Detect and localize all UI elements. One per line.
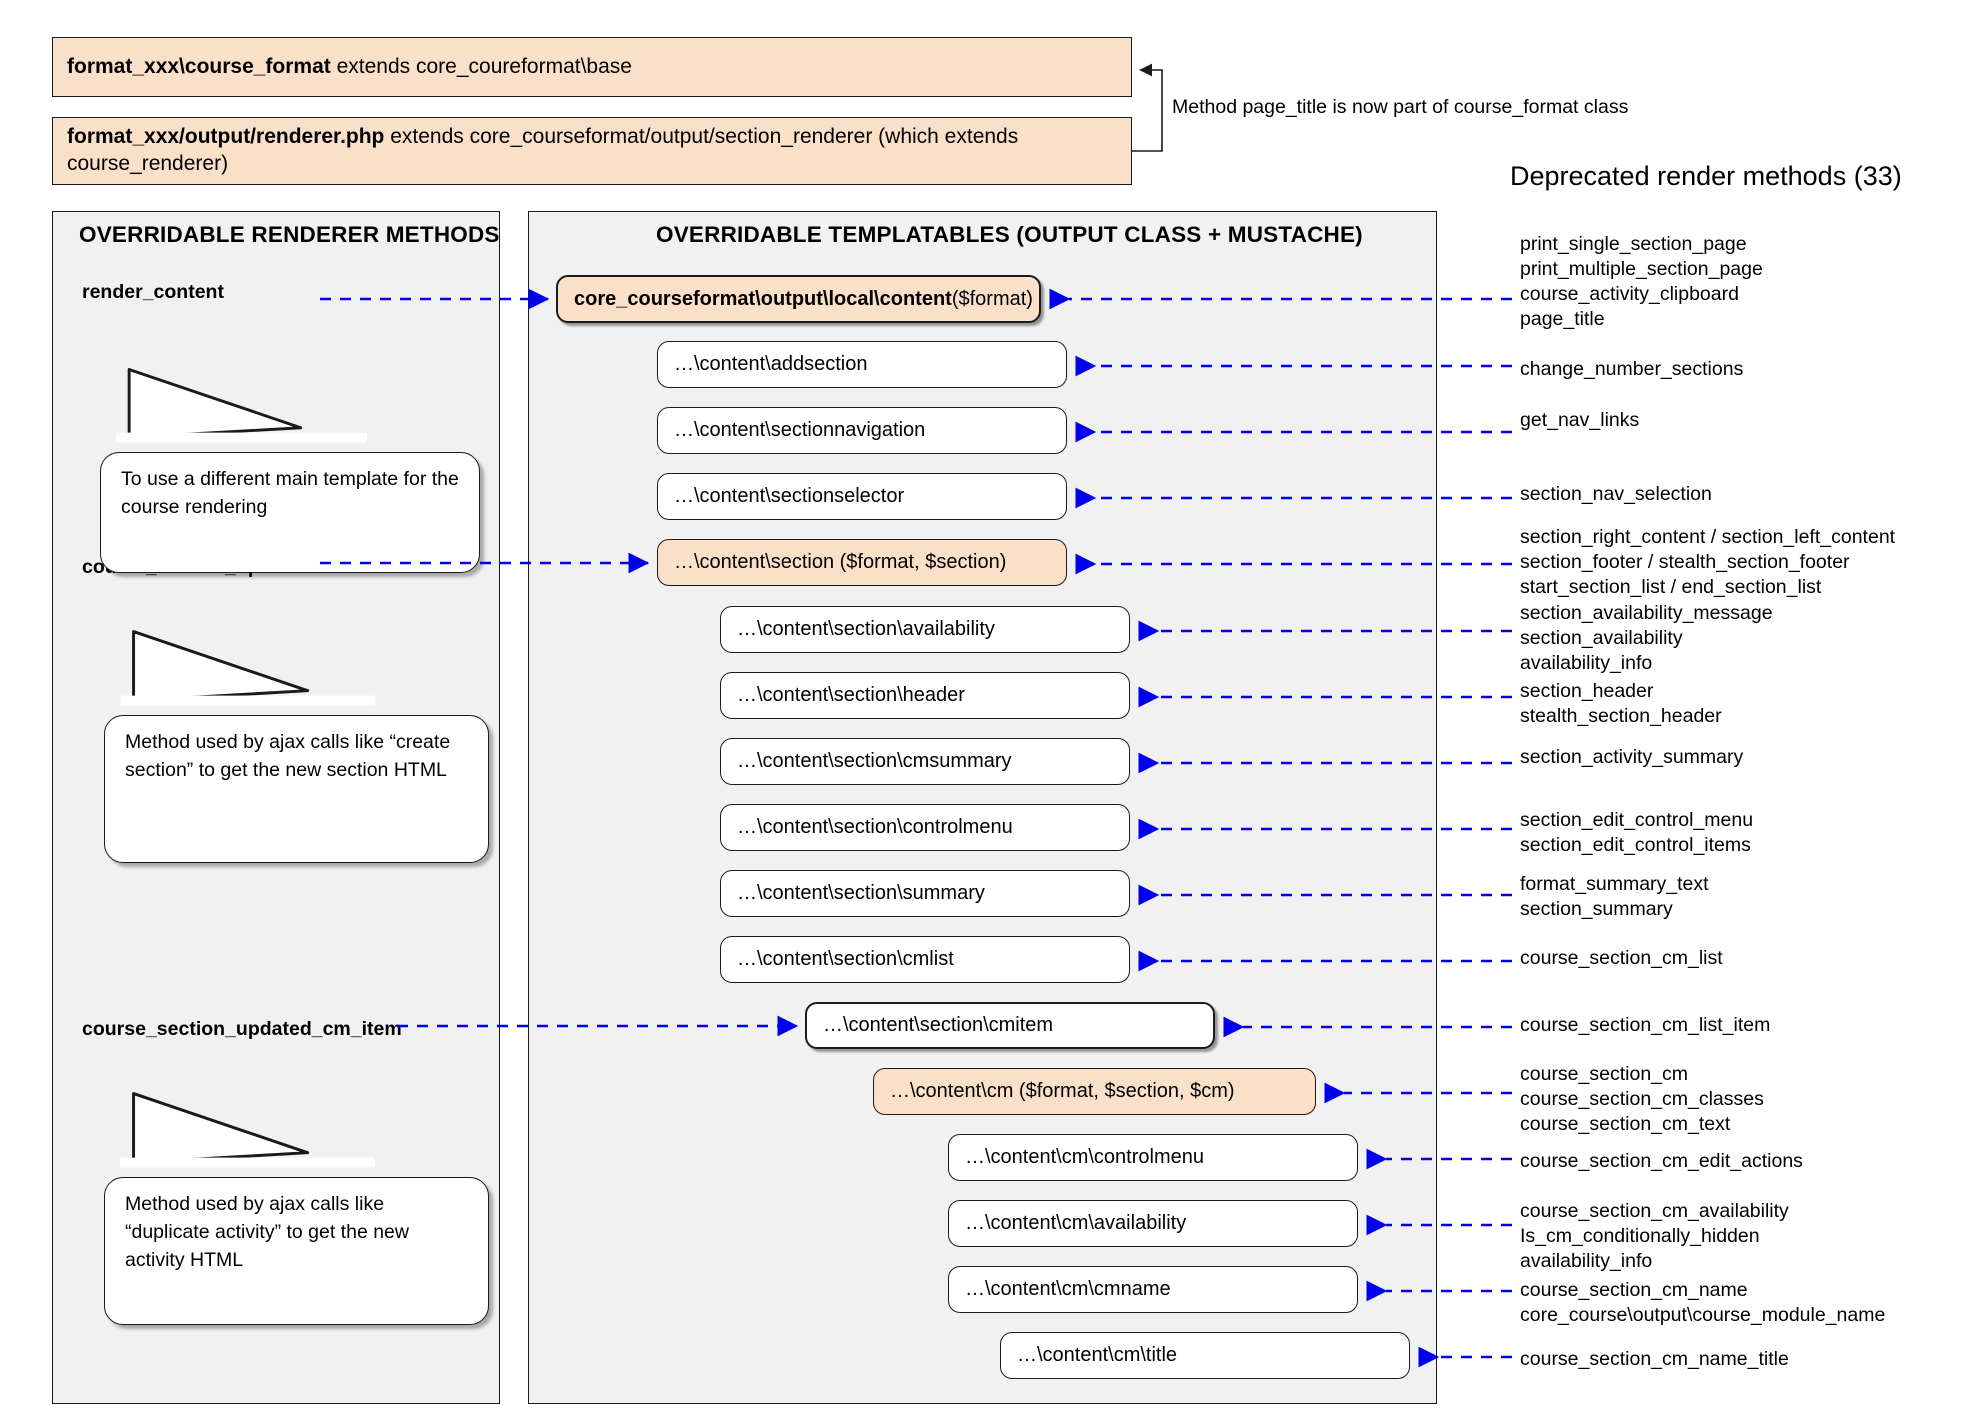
deprecated-render-methods-title: Deprecated render methods (33) — [1510, 161, 1902, 191]
node-section-summary-label: …\content\section\summary — [737, 882, 985, 904]
header-box-course-format-rest: extends core_coureformat\base — [330, 54, 632, 78]
method-course-section-updated-cm-item[interactable]: course_section_updated_cm_item — [82, 1018, 402, 1040]
node-section-controlmenu[interactable]: …\content\section\controlmenu — [720, 804, 1130, 851]
deprecated-group-cmcontrolmenu: course_section_cm_edit_actions — [1520, 1150, 1803, 1172]
deprecated-group-summary: format_summary_text section_summary — [1520, 873, 1709, 920]
callout-tail-2 — [120, 630, 376, 706]
node-section-cmsummary-label: …\content\section\cmsummary — [737, 750, 1012, 772]
header-box-course-format: format_xxx\course_format extends core_co… — [52, 37, 1132, 97]
connector-renderer-to-format — [1132, 63, 1163, 152]
node-section-header-label: …\content\section\header — [737, 684, 965, 706]
deprecated-group-availability: section_availability_message section_ava… — [1520, 602, 1773, 674]
node-cm-availability-label: …\content\cm\availability — [965, 1212, 1187, 1234]
deprecated-group-cmname: course_section_cm_name core_course\outpu… — [1520, 1279, 1886, 1326]
deprecated-group-sectionselector: section_nav_selection — [1520, 483, 1712, 505]
deprecated-group-cmsummary: section_activity_summary — [1520, 746, 1744, 768]
callout-course-section-updated-cm-item: Method used by ajax calls like “duplicat… — [104, 1177, 489, 1326]
deprecated-group-cmavailability: course_section_cm_availability Is_cm_con… — [1520, 1200, 1789, 1272]
header-box-renderer-php-bold: format_xxx/output/renderer.php — [67, 125, 385, 149]
header-note: Method page_title is now part of course_… — [1172, 96, 1629, 118]
header-box-renderer-php-rest: extends core_courseformat/output/section… — [67, 125, 1019, 175]
node-cm-cmname-label: …\content\cm\cmname — [965, 1278, 1171, 1300]
node-sectionnavigation-label: …\content\sectionnavigation — [674, 419, 926, 441]
callout-course-section-updated-cm-item-wrapper: Method used by ajax calls like “duplicat… — [104, 1087, 489, 1326]
node-content-bold: core_courseformat\output\local\content — [574, 287, 952, 310]
deprecated-group-cmitem: course_section_cm_list_item — [1520, 1014, 1771, 1036]
node-content-plain: ($format) — [951, 287, 1033, 310]
node-section-summary[interactable]: …\content\section\summary — [720, 870, 1130, 917]
left-panel-title: OVERRIDABLE RENDERER METHODS — [79, 222, 500, 247]
deprecated-group-header: section_header stealth_section_header — [1520, 680, 1722, 727]
node-cm-controlmenu-label: …\content\cm\controlmenu — [965, 1146, 1204, 1168]
node-section-controlmenu-label: …\content\section\controlmenu — [737, 816, 1013, 838]
node-addsection-label: …\content\addsection — [674, 353, 868, 375]
deprecated-group-section: section_right_content / section_left_con… — [1520, 526, 1896, 598]
node-addsection[interactable]: …\content\addsection — [657, 341, 1067, 388]
deprecated-group-cmtitle: course_section_cm_name_title — [1520, 1348, 1789, 1370]
node-section[interactable]: …\content\section ($format, $section) — [657, 539, 1067, 586]
node-section-cmlist[interactable]: …\content\section\cmlist — [720, 936, 1130, 983]
node-cm-controlmenu[interactable]: …\content\cm\controlmenu — [948, 1134, 1358, 1181]
callout-tail-1 — [116, 368, 368, 443]
deprecated-group-cmlist: course_section_cm_list — [1520, 947, 1723, 969]
node-content[interactable]: core_courseformat\output\local\content (… — [556, 275, 1041, 323]
node-sectionnavigation[interactable]: …\content\sectionnavigation — [657, 407, 1067, 454]
node-section-cmitem-label: …\content\section\cmitem — [823, 1014, 1054, 1036]
deprecated-group-controlmenu: section_edit_control_menu section_edit_c… — [1520, 809, 1754, 856]
header-box-course-format-bold: format_xxx\course_format — [67, 54, 331, 78]
node-section-cmlist-label: …\content\section\cmlist — [737, 948, 954, 970]
method-render-content[interactable]: render_content — [82, 281, 224, 303]
node-sectionselector[interactable]: …\content\sectionselector — [657, 473, 1067, 520]
callout-render-content: To use a different main template for the… — [100, 452, 480, 574]
deprecated-group-addsection: change_number_sections — [1520, 358, 1744, 380]
callout-course-section-updated-wrapper: Method used by ajax calls like “create s… — [104, 625, 489, 864]
header-box-renderer-php: format_xxx/output/renderer.php extends c… — [52, 117, 1132, 185]
node-section-label: …\content\section ($format, $section) — [674, 551, 1007, 573]
node-cm-availability[interactable]: …\content\cm\availability — [948, 1200, 1358, 1247]
node-cm-title-label: …\content\cm\title — [1017, 1344, 1178, 1366]
callout-course-section-updated: Method used by ajax calls like “create s… — [104, 715, 489, 864]
callout-tail-3 — [120, 1092, 376, 1168]
node-section-cmsummary[interactable]: …\content\section\cmsummary — [720, 738, 1130, 785]
node-section-availability-label: …\content\section\availability — [737, 618, 995, 640]
main-panel-title: OVERRIDABLE TEMPLATABLES (OUTPUT CLASS +… — [656, 222, 1363, 247]
deprecated-group-cm: course_section_cm course_section_cm_clas… — [1520, 1063, 1764, 1135]
node-cm[interactable]: …\content\cm ($format, $section, $cm) — [873, 1068, 1316, 1115]
node-section-availability[interactable]: …\content\section\availability — [720, 606, 1130, 653]
deprecated-group-sectionnavigation: get_nav_links — [1520, 409, 1640, 431]
deprecated-group-content: print_single_section_page print_multiple… — [1520, 233, 1763, 330]
node-sectionselector-label: …\content\sectionselector — [674, 485, 905, 507]
node-cm-label: …\content\cm ($format, $section, $cm) — [890, 1080, 1235, 1102]
node-cm-cmname[interactable]: …\content\cm\cmname — [948, 1266, 1358, 1313]
node-cm-title[interactable]: …\content\cm\title — [1000, 1332, 1410, 1379]
node-section-header[interactable]: …\content\section\header — [720, 672, 1130, 719]
callout-render-content-wrapper: To use a different main template for the… — [100, 363, 480, 574]
node-section-cmitem[interactable]: …\content\section\cmitem — [805, 1002, 1215, 1049]
